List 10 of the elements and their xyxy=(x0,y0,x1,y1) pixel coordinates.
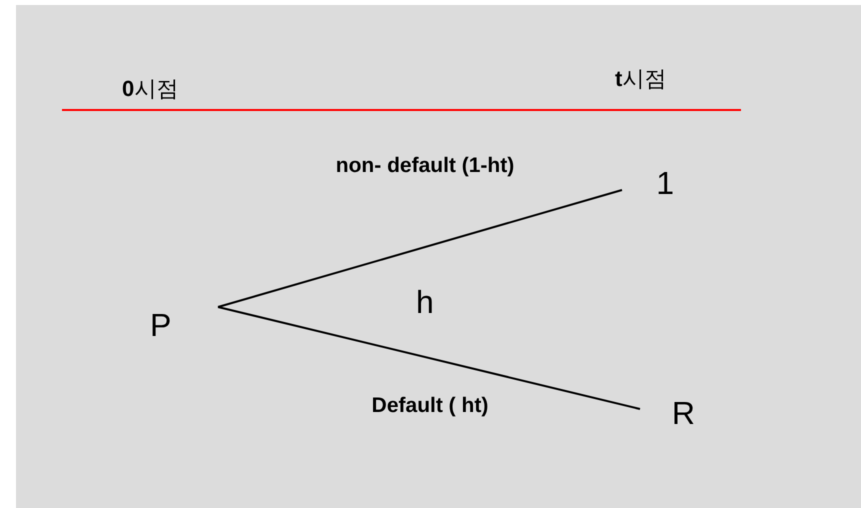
branch-line xyxy=(218,306,640,410)
edge-label: non- default (1-ht) xyxy=(334,153,516,179)
branch-line xyxy=(218,189,622,308)
node-label: 1 xyxy=(655,164,674,203)
hazard-label: h xyxy=(416,284,434,321)
time-point-label: 0시점 xyxy=(122,75,178,103)
time-point-label: t시점 xyxy=(615,65,666,93)
node-label: R xyxy=(670,394,695,433)
edge-label: Default ( ht) xyxy=(370,393,490,419)
node-label: P xyxy=(150,306,172,345)
